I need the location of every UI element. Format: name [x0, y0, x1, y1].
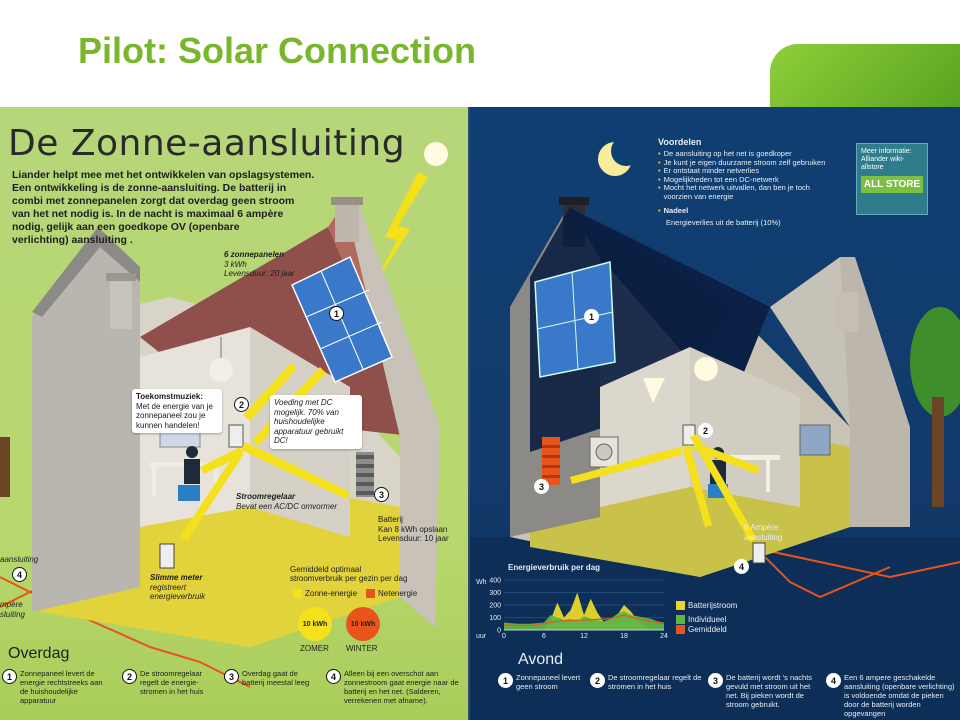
winter-label: WINTER: [346, 644, 378, 653]
legend-solar: Zonne-energie: [293, 589, 357, 598]
meter-label: Slimme meter registreert energieverbruik: [150, 573, 206, 601]
advantage-item: •De aansluiting op het net is goedkoper: [658, 149, 792, 158]
corner-decoration: [770, 44, 960, 108]
intro-line: verlichting) aansluiting .: [12, 234, 133, 246]
series-line-gemiddeld: [503, 614, 665, 627]
marker-4: 4: [12, 567, 27, 582]
chart-title: Energieverbruik per dag: [508, 563, 601, 572]
future-callout: Toekomstmuziek: Met de energie van je zo…: [132, 389, 222, 433]
x-tick-label: 24: [660, 633, 668, 640]
solar-panels-label: 6 zonnepanelen 3 kWh Levensduur: 20 jaar: [224, 250, 295, 278]
intro-text: Liander helpt mee met het ontwikkelen va…: [12, 169, 382, 247]
step-number: 4: [326, 669, 341, 684]
advantage-item: •Er ontstaat minder netverlies: [658, 166, 760, 175]
step-number: 2: [590, 673, 605, 688]
y-tick-label: 200: [489, 603, 501, 610]
step-number: 3: [708, 673, 723, 688]
step-text: Alleen bij een overschot aan zonnestroom…: [344, 669, 459, 705]
step-text: Overdag gaat de batterij meestal leeg: [242, 669, 310, 687]
marker-3: 3: [534, 479, 549, 494]
step-number: 4: [826, 673, 841, 688]
step-number: 2: [122, 669, 137, 684]
advantages-box: Voordelen •De aansluiting op het net is …: [658, 137, 838, 227]
regulator-label: Stroomregelaar Bevat een AC/DC omvormer: [236, 492, 338, 511]
x-tick-label: 0: [502, 633, 506, 640]
marker-1: 1: [584, 309, 599, 324]
connection-label: aansluiting: [0, 555, 39, 564]
step-number: 3: [224, 669, 239, 684]
y-tick-label: 100: [489, 615, 501, 622]
ampere-label-left: mpère sluiting: [0, 600, 25, 619]
slide-title: Pilot: Solar Connection: [78, 30, 477, 71]
x-unit-label: uur: [476, 633, 487, 640]
average-swatch-icon: [676, 625, 685, 634]
advantage-item: •Mogelijkheden tot een DC-netwerk: [658, 174, 779, 184]
average-usage: Gemiddeld optimaal stroomverbruik per ge…: [290, 565, 408, 583]
night-panel: Voordelen •De aansluiting op het net is …: [470, 107, 960, 720]
y-tick-label: 300: [489, 590, 501, 597]
battery-label: Batterij Kan 8 kWh opslaan Levensduur: 1…: [378, 515, 449, 543]
intro-line: Liander helpt mee met het ontwikkelen va…: [12, 169, 315, 181]
grid-swatch-icon: [366, 589, 375, 598]
step-number: 1: [498, 673, 513, 688]
day-panel: De Zonne-aansluiting Liander helpt mee m…: [0, 107, 470, 720]
sunlight-arrow-icon: [372, 172, 428, 289]
legend-average: Gemiddeld: [676, 625, 727, 634]
step-text: De stroomregelaar regelt de stromen in h…: [608, 673, 702, 691]
x-tick-label: 6: [542, 633, 546, 640]
intro-line: nodig, gelijk aan een goedkope OV (openb…: [12, 221, 240, 233]
legend-individual: Individueel: [676, 615, 726, 624]
disadvantage-text: Energieverlies uit de batterij (10%): [666, 217, 781, 227]
step-text: De stroomregelaar regelt de energie-stro…: [140, 669, 204, 696]
day-house-illustration: [0, 107, 470, 720]
marker-3: 3: [374, 487, 389, 502]
summer-label: ZOMER: [300, 644, 329, 653]
marker-1: 1: [329, 306, 344, 321]
intro-line: Een ontwikkeling is de zonne-aansluiting…: [12, 182, 287, 194]
section-overdag: Overdag: [8, 645, 70, 662]
individual-swatch-icon: [676, 615, 685, 624]
sun-icon: [424, 142, 448, 166]
y-tick-label: 400: [489, 578, 501, 585]
step-text: Zonnepaneel levert de energie rechtstree…: [20, 669, 103, 705]
intro-line: combi met zonnepanelen zorgt dat overdag…: [12, 195, 295, 207]
summer-pie: 10 kWh: [298, 607, 332, 641]
advantages-title: Voordelen: [658, 137, 702, 147]
battery-swatch-icon: [676, 601, 685, 610]
disadvantage-title: •Nadeel: [658, 206, 689, 215]
ampere-label: 6 Ampère aansluiting: [744, 523, 783, 542]
step-text: Een 6 ampere geschakelde aansluiting (op…: [844, 673, 955, 718]
energy-usage-chart: Wh uur 0 100 200 300 400 0 6 12 18 24: [476, 578, 668, 641]
legend-grid: Netenergie: [366, 589, 417, 598]
marker-4: 4: [734, 559, 749, 574]
x-tick-label: 12: [580, 633, 588, 640]
y-tick-label: 0: [497, 628, 501, 635]
intro-line: van het net nodig is. In de nacht is max…: [12, 208, 284, 220]
step-text: Zonnepaneel levert geen stroom: [516, 673, 581, 691]
section-avond: Avond: [518, 651, 564, 668]
marker-2: 2: [698, 423, 713, 438]
y-unit-label: Wh: [476, 579, 487, 586]
legend-battery: Batterijstroom: [676, 601, 737, 610]
dc-callout: Voeding met DC mogelijk. 70% van huishou…: [270, 395, 362, 449]
poster-title: De Zonne-aansluiting: [8, 123, 406, 164]
advantage-item: •Mocht het netwerk uitvallen, dan ben je…: [658, 183, 810, 201]
solar-swatch-icon: [293, 589, 302, 598]
marker-2: 2: [234, 397, 249, 412]
allstore-logo: ALL STORE: [861, 176, 923, 193]
infographic: De Zonne-aansluiting Liander helpt mee m…: [0, 107, 960, 720]
x-tick-label: 18: [620, 633, 628, 640]
more-info-box[interactable]: Meer informatie: Alliander wiki- allstor…: [856, 143, 928, 215]
step-text: De batterij wordt 's nachts gevuld met s…: [726, 673, 813, 709]
step-number: 1: [2, 669, 17, 684]
advantage-item: •Je kunt je eigen duurzame stroom zelf g…: [658, 157, 826, 167]
winter-pie: 10 kWh: [346, 607, 380, 641]
